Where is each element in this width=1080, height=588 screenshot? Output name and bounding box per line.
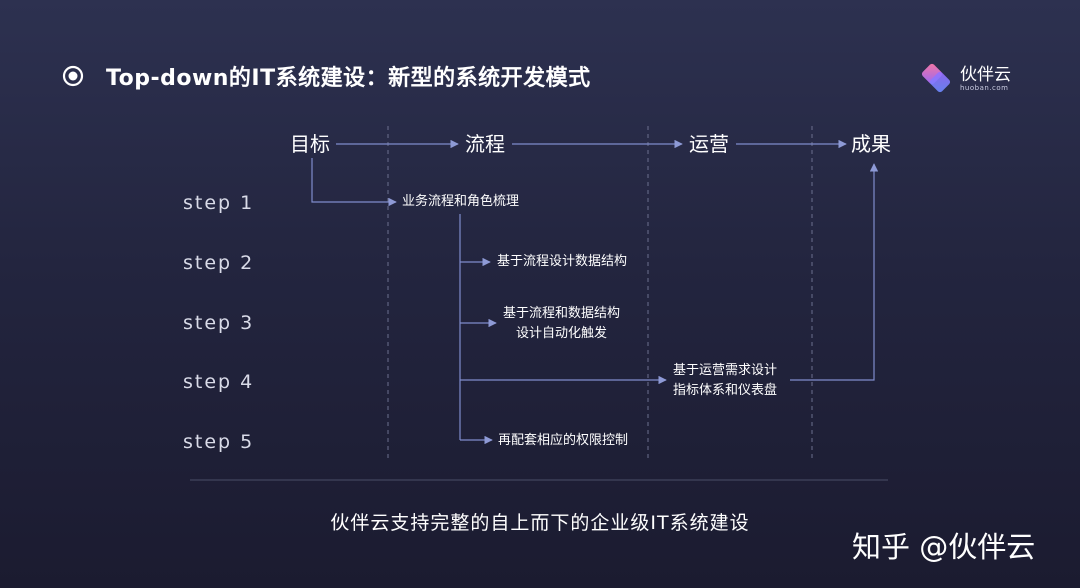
caption: 伙伴云支持完整的自上而下的企业级IT系统建设 <box>330 512 750 534</box>
step4-box: 基于运营需求设计 指标体系和仪表盘 <box>673 361 777 401</box>
box-line: 再配套相应的权限控制 <box>498 433 629 448</box>
step2-box: 基于流程设计数据结构 <box>497 252 627 272</box>
zhihu-watermark: 知乎 @伙伴云 <box>852 530 1036 564</box>
step1-box: 业务流程和角色梳理 <box>402 192 519 212</box>
page-title: Top-down的IT系统建设：新型的系统开发模式 <box>106 66 591 91</box>
step-label: step 3 <box>183 312 255 334</box>
box-line: 基于运营需求设计 <box>673 363 778 378</box>
box-line: 设计自动化触发 <box>516 326 608 341</box>
stage-operations: 运营 <box>689 132 729 156</box>
stage-goal: 目标 <box>290 132 330 156</box>
logo-name: 伙伴云 <box>960 64 1011 85</box>
box-line: 指标体系和仪表盘 <box>673 383 778 398</box>
stage-result: 成果 <box>851 132 891 156</box>
step-label: step 5 <box>183 431 255 453</box>
step3-box: 基于流程和数据结构 设计自动化触发 <box>503 304 620 344</box>
radio-selected-icon <box>62 65 84 87</box>
brand-logo: 伙伴云 huoban.com <box>920 62 1011 96</box>
logo-subtitle: huoban.com <box>960 83 1009 92</box>
huoban-logo-icon <box>921 63 951 93</box>
title-row: Top-down的IT系统建设：新型的系统开发模式 <box>62 58 591 94</box>
column-dividers <box>387 126 813 458</box>
box-line: 业务流程和角色梳理 <box>402 194 520 209</box>
step-label: step 2 <box>183 252 255 274</box>
box-line: 基于流程和数据结构 <box>503 306 621 321</box>
step-label: step 4 <box>183 371 255 393</box>
stage-process: 流程 <box>465 132 505 156</box>
step5-box: 再配套相应的权限控制 <box>498 431 628 451</box>
arrow-ops-to-result-up <box>790 163 879 381</box>
box-line: 基于流程设计数据结构 <box>497 254 628 269</box>
arrow-goal-to-step1 <box>311 158 397 207</box>
step-label: step 1 <box>183 192 255 214</box>
